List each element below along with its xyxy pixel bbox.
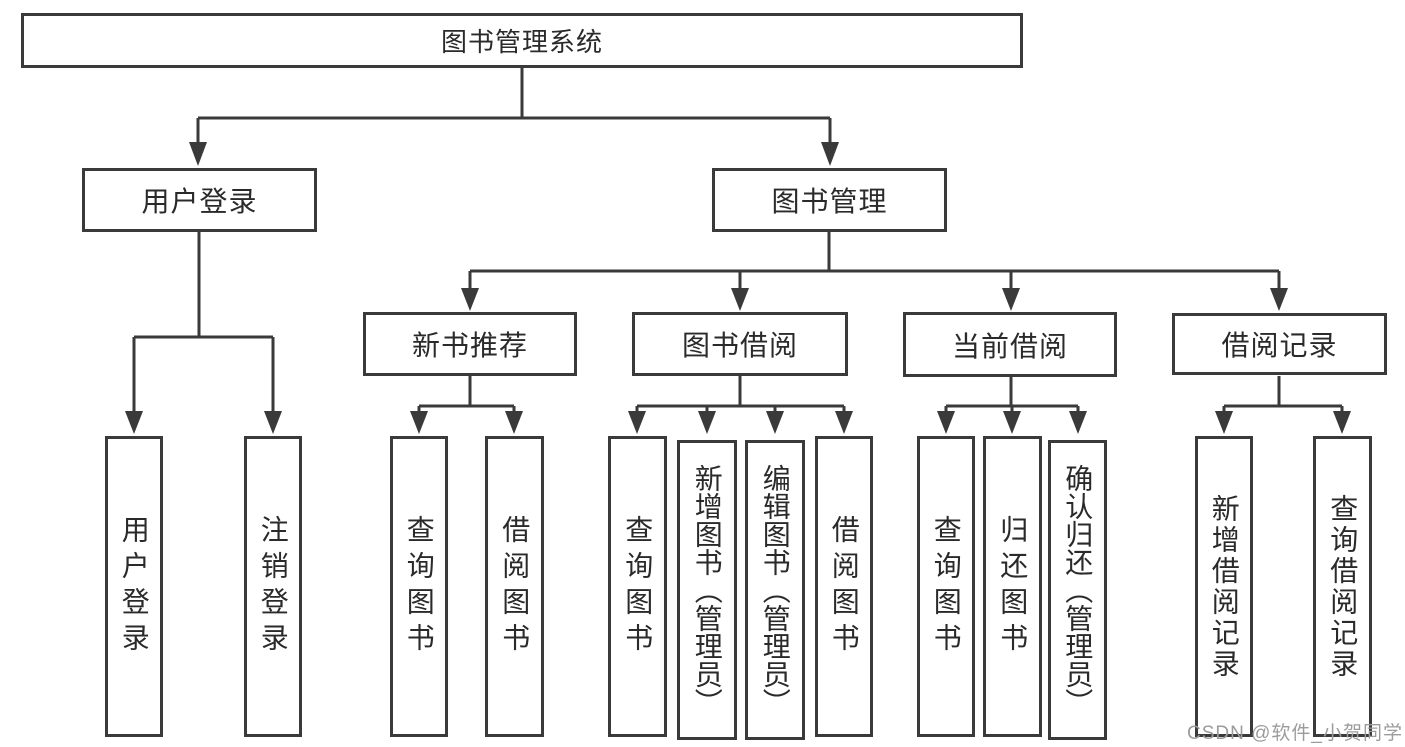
node-label: 借阅记录 <box>1221 330 1338 361</box>
leaf-edit-books-admin: 编辑图书（管理员） <box>745 440 805 740</box>
leaf-query-books-borrowing: 查询图书 <box>608 436 667 737</box>
node-book-borrowing: 图书借阅 <box>632 312 848 376</box>
node-new-book-recommendation: 新书推荐 <box>363 312 577 376</box>
node-label: 新增借阅记录 <box>1208 493 1240 680</box>
leaf-logout-login: 注销登录 <box>244 436 302 737</box>
leaf-add-borrow-record: 新增借阅记录 <box>1195 436 1253 737</box>
leaf-user-login: 用户登录 <box>105 436 163 737</box>
node-label: 用户登录 <box>141 186 258 217</box>
node-label: 查询借阅记录 <box>1327 493 1359 680</box>
node-label: 查询图书 <box>622 514 654 659</box>
node-label: 注销登录 <box>257 514 289 659</box>
leaf-query-borrow-record: 查询借阅记录 <box>1313 436 1372 737</box>
node-current-borrowing: 当前借阅 <box>903 312 1117 377</box>
node-label: 借阅图书 <box>828 514 860 659</box>
leaf-borrow-books-newbook: 借阅图书 <box>485 436 544 737</box>
node-label: 确认归还（管理员） <box>1062 464 1094 716</box>
leaf-borrow-books-borrowing: 借阅图书 <box>815 436 873 737</box>
node-label: 当前借阅 <box>951 330 1068 362</box>
node-label: 图书借阅 <box>681 330 798 361</box>
node-user-login: 用户登录 <box>82 168 317 232</box>
node-book-management: 图书管理 <box>712 168 947 232</box>
node-label: 图书管理系统 <box>440 27 603 57</box>
node-label: 查询图书 <box>930 514 962 659</box>
node-label: 编辑图书（管理员） <box>759 464 791 716</box>
node-label: 新书推荐 <box>411 330 528 361</box>
leaf-return-books: 归还图书 <box>983 436 1042 737</box>
node-label: 借阅图书 <box>499 514 531 659</box>
leaf-confirm-return-admin: 确认归还（管理员） <box>1048 440 1107 740</box>
leaf-query-books-current: 查询图书 <box>917 436 975 737</box>
leaf-add-books-admin: 新增图书（管理员） <box>677 440 737 740</box>
leaf-query-books-newbook: 查询图书 <box>390 436 448 737</box>
node-label: 图书管理 <box>771 186 888 217</box>
node-borrowing-records: 借阅记录 <box>1172 313 1387 375</box>
node-label: 查询图书 <box>403 514 435 659</box>
node-library-management-system: 图书管理系统 <box>21 13 1023 68</box>
node-label: 新增图书（管理员） <box>691 464 723 716</box>
csdn-watermark: CSDN @软件_小贺同学 <box>1187 723 1403 744</box>
node-label: 归还图书 <box>997 514 1029 659</box>
node-label: 用户登录 <box>118 514 150 659</box>
